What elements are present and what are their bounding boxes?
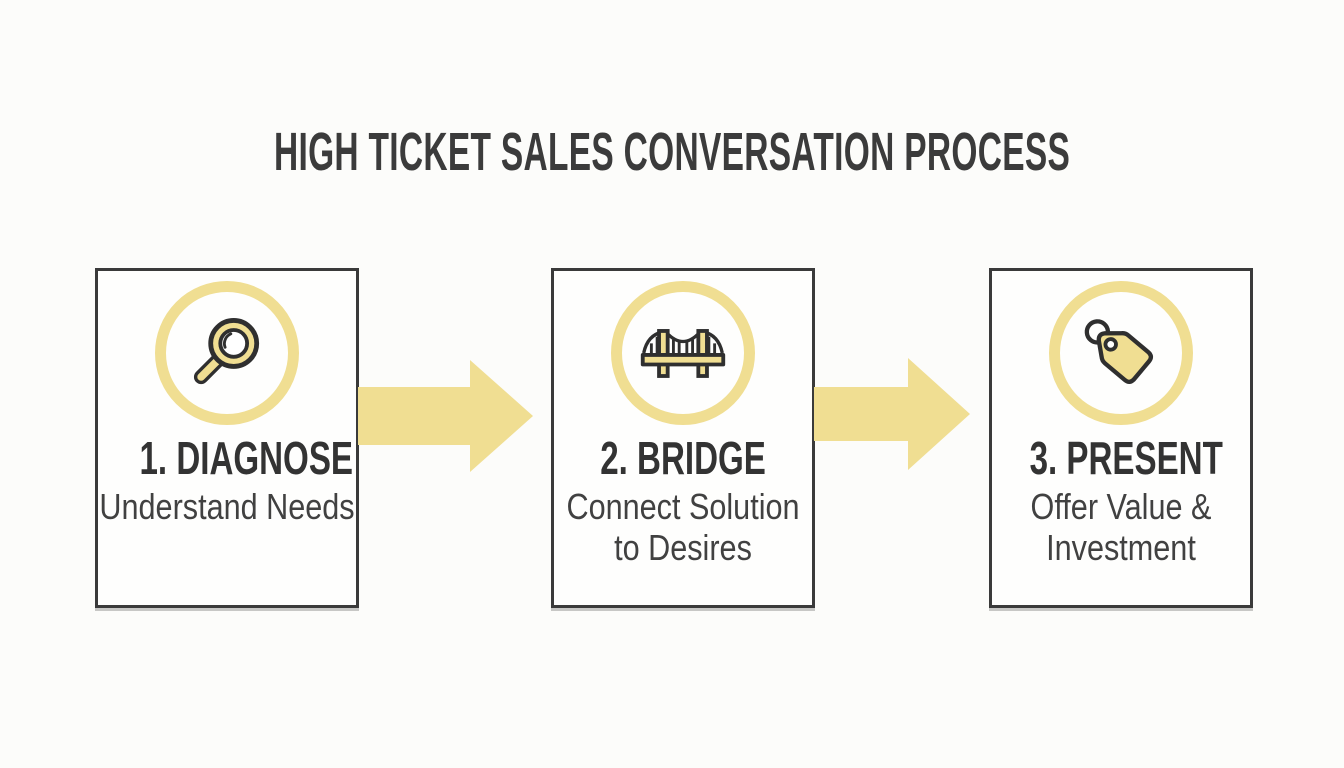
arrow-right-icon [358, 360, 533, 472]
step-label: 2. BRIDGE [600, 432, 766, 484]
step-icon-ring [611, 281, 755, 425]
step-sublabel: Understand Needs [99, 486, 355, 527]
step-sublabel: Offer Value & Investment [1030, 486, 1212, 568]
price-tag-icon [1084, 319, 1154, 384]
step-label: 3. PRESENT [1029, 432, 1223, 484]
page-title-text: HIGH TICKET SALES CONVERSATION PROCESS [273, 122, 1071, 182]
step-card-bridge: 2. BRIDGE Connect Solution to Desires [551, 268, 815, 608]
page-title: HIGH TICKET SALES CONVERSATION PROCESS [0, 124, 1344, 194]
step-icon-ring [1049, 281, 1193, 425]
step-sublabel: Connect Solution to Desires [566, 486, 800, 568]
step-label: 1. DIAGNOSE [139, 432, 354, 484]
bridge-icon [640, 329, 726, 378]
step-card-diagnose: 1. DIAGNOSE Understand Needs [95, 268, 359, 608]
magnifier-icon [193, 318, 260, 385]
step-icon-ring [155, 281, 299, 425]
step-card-present: 3. PRESENT Offer Value & Investment [989, 268, 1253, 608]
arrow-right-icon [814, 358, 970, 470]
